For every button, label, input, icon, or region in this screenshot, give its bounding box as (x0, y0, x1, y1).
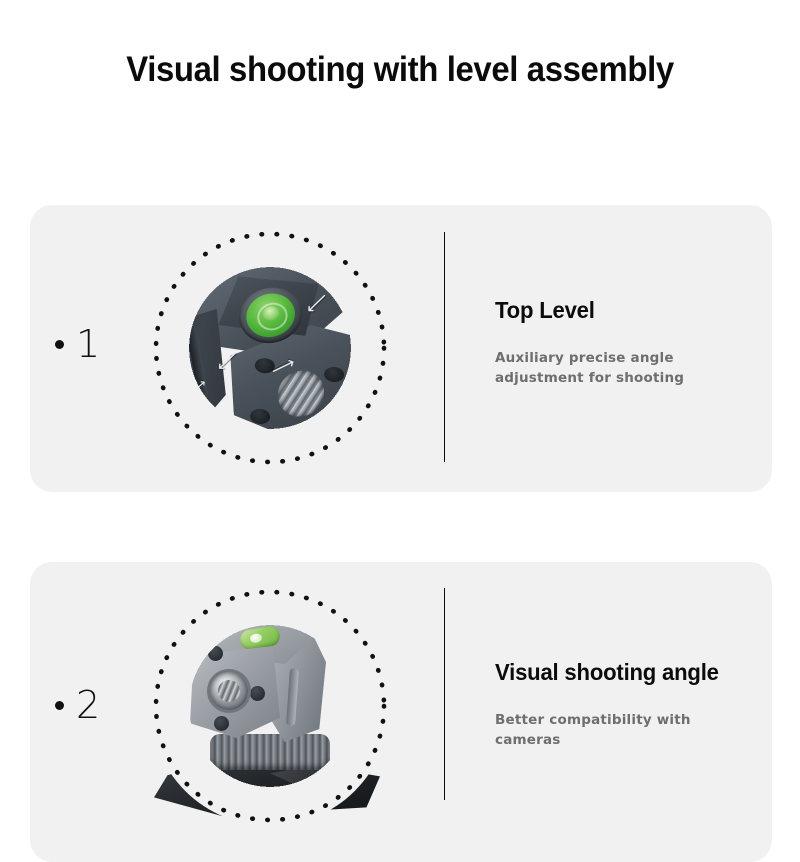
bubble-level-green (242, 291, 300, 340)
feature-image-1: ⟵ ⟵ ⟵ ⟵ (150, 228, 390, 468)
threaded-mount-hole (210, 672, 248, 710)
feature-index-number: 2 (76, 683, 101, 727)
feature-text-2: Visual shooting angle Better compatibili… (495, 659, 728, 750)
plate-body: ⟵ ⟵ ⟵ ⟵ (160, 246, 371, 430)
bullet-dot-icon (55, 700, 64, 710)
feature-description: Auxiliary precise angle adjustment for s… (495, 350, 685, 386)
bracket-body (184, 612, 326, 744)
thread-inner (218, 680, 240, 702)
bracket-hole (208, 646, 223, 661)
feature-title: Top Level (495, 297, 595, 323)
feature-title: Visual shooting angle (495, 659, 719, 685)
feature-image-2 (150, 586, 390, 826)
feature-index-2: 2 (55, 686, 100, 724)
bullet-dot-icon (55, 339, 64, 349)
bracket-tripod-illustration (150, 586, 380, 816)
feature-index-1: 1 (55, 325, 100, 363)
bracket-hole (214, 716, 229, 731)
card-divider-1 (444, 232, 445, 462)
card-divider-2 (444, 588, 445, 800)
feature-index-number: 1 (76, 322, 101, 366)
feature-description: Better compatibility with cameras (495, 712, 691, 748)
bubble-level-bubble (249, 632, 263, 644)
bracket-hole (250, 686, 265, 701)
page-title: Visual shooting with level assembly (126, 50, 674, 89)
quick-release-plate-illustration: ⟵ ⟵ ⟵ ⟵ (150, 228, 380, 458)
feature-text-1: Top Level Auxiliary precise angle adjust… (495, 297, 705, 388)
